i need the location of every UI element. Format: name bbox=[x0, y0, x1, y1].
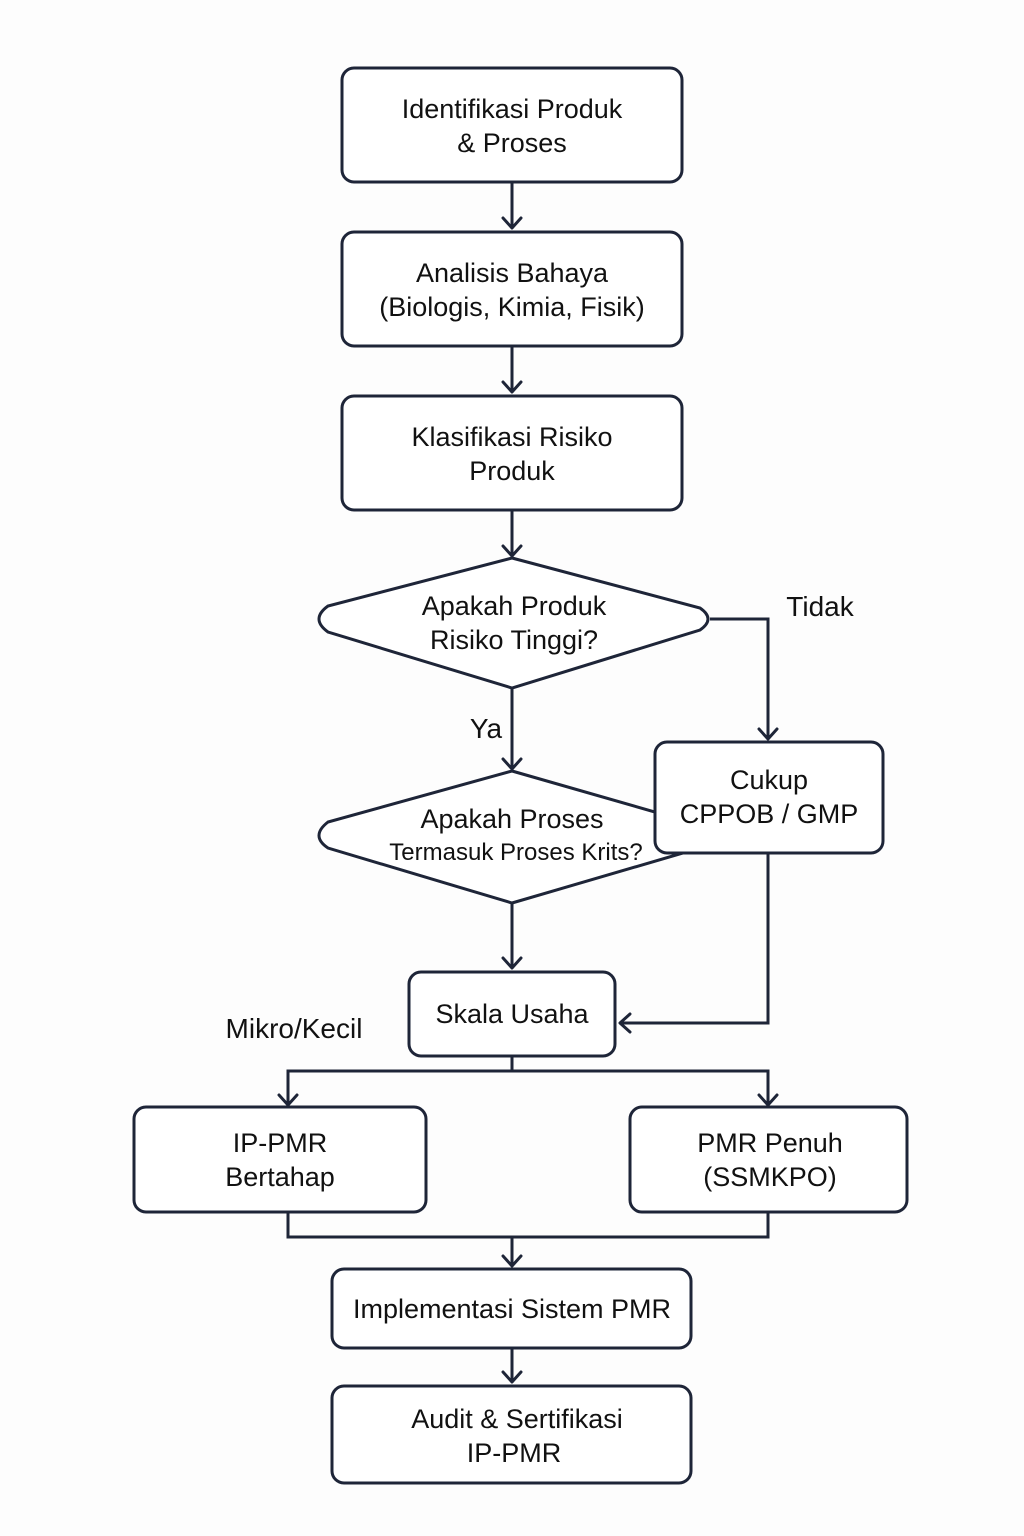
node-ip-pmr: IP-PMR Bertahap bbox=[132, 1105, 428, 1214]
node-identifikasi-line-1: Identifikasi Produk bbox=[402, 94, 623, 124]
node-klasifikasi-line-2: Produk bbox=[469, 456, 555, 486]
arrowhead-icon bbox=[757, 727, 779, 741]
arrowhead-icon bbox=[618, 1012, 632, 1034]
node-ip-pmr-line-1: IP-PMR bbox=[233, 1128, 328, 1158]
node-cppob-line-1: Cukup bbox=[730, 765, 808, 795]
node-analisis-line-2: (Biologis, Kimia, Fisik) bbox=[379, 292, 645, 322]
node-cppob: Cukup CPPOB / GMP bbox=[653, 740, 885, 855]
arrowhead-icon bbox=[501, 380, 523, 394]
node-pmr-penuh-line-1: PMR Penuh bbox=[697, 1128, 843, 1158]
arrowhead-icon bbox=[501, 757, 523, 771]
node-risiko-tinggi-line-1: Apakah Produk bbox=[422, 591, 607, 621]
node-audit-line-1: Audit & Sertifikasi bbox=[411, 1404, 623, 1434]
node-skala: Skala Usaha bbox=[407, 970, 617, 1058]
arrowhead-icon bbox=[501, 1254, 523, 1268]
arrowhead-icon bbox=[501, 956, 523, 970]
node-identifikasi: Identifikasi Produk & Proses bbox=[340, 66, 684, 184]
node-skala-line-1: Skala Usaha bbox=[435, 999, 589, 1029]
edge-label-tidak: Tidak bbox=[786, 591, 854, 622]
node-risiko-tinggi-line-2: Risiko Tinggi? bbox=[430, 625, 598, 655]
arrowhead-icon bbox=[501, 544, 523, 558]
edge-cppob-skala bbox=[620, 853, 770, 1025]
node-implementasi-line-1: Implementasi Sistem PMR bbox=[353, 1294, 671, 1324]
node-proses-kritis: Apakah Proses Termasuk Proses Krits? bbox=[317, 769, 710, 905]
edge-merge-implementasi bbox=[286, 1212, 770, 1265]
arrowhead-icon bbox=[757, 1093, 779, 1107]
edge-label-ya: Ya bbox=[470, 713, 503, 744]
edge-label-mikro-kecil: Mikro/Kecil bbox=[226, 1013, 363, 1044]
node-risiko-tinggi: Apakah Produk Risiko Tinggi? bbox=[317, 556, 710, 690]
node-audit: Audit & Sertifikasi IP-PMR bbox=[330, 1384, 693, 1485]
node-proses-kritis-line-2: Termasuk Proses Krits? bbox=[389, 839, 642, 866]
node-cppob-line-2: CPPOB / GMP bbox=[680, 799, 859, 829]
edge-skala-split bbox=[286, 1056, 770, 1104]
node-klasifikasi-line-1: Klasifikasi Risiko bbox=[411, 422, 612, 452]
node-audit-line-2: IP-PMR bbox=[467, 1438, 562, 1468]
node-pmr-penuh-line-2: (SSMKPO) bbox=[703, 1162, 837, 1192]
arrowhead-icon bbox=[501, 1370, 523, 1384]
node-ip-pmr-line-2: Bertahap bbox=[225, 1162, 335, 1192]
node-pmr-penuh: PMR Penuh (SSMKPO) bbox=[628, 1105, 909, 1214]
node-klasifikasi: Klasifikasi Risiko Produk bbox=[340, 394, 684, 512]
node-proses-kritis-line-1: Apakah Proses bbox=[420, 804, 603, 834]
node-analisis-line-1: Analisis Bahaya bbox=[416, 258, 609, 288]
arrowhead-icon bbox=[501, 216, 523, 230]
node-identifikasi-line-2: & Proses bbox=[457, 128, 567, 158]
edge-risiko-cppob-tidak bbox=[710, 617, 770, 738]
node-analisis: Analisis Bahaya (Biologis, Kimia, Fisik) bbox=[340, 230, 684, 348]
edges bbox=[277, 182, 779, 1384]
node-implementasi: Implementasi Sistem PMR bbox=[330, 1267, 693, 1350]
arrowhead-icon bbox=[277, 1093, 299, 1107]
